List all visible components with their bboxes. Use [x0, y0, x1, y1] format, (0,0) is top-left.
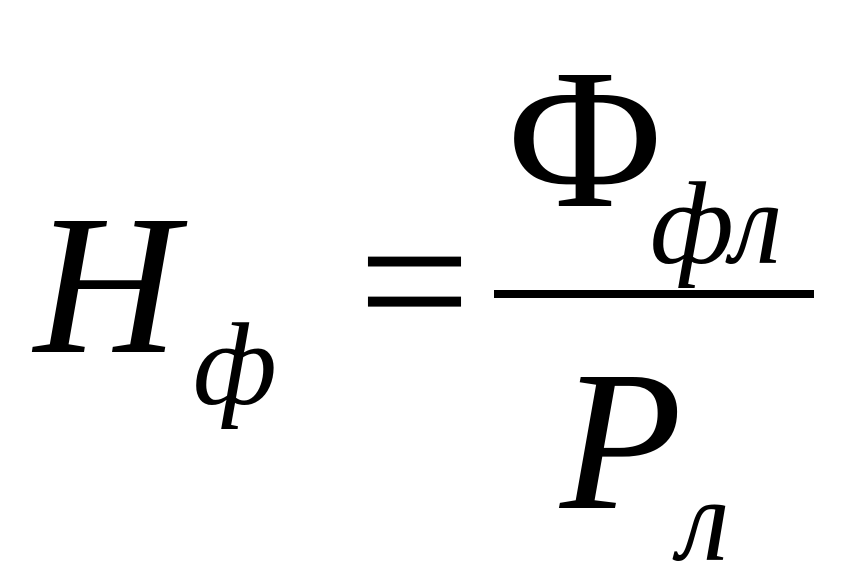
lhs-symbol: H	[34, 175, 179, 396]
numerator-symbol: Ф	[506, 29, 665, 250]
fraction-bar	[494, 290, 814, 298]
denominator-subscript: л	[678, 455, 730, 586]
equals-sign: =	[358, 171, 471, 392]
numerator-subscript: фл	[650, 158, 783, 289]
lhs-subscript: ф	[193, 299, 277, 430]
denominator-symbol: P	[560, 331, 683, 552]
